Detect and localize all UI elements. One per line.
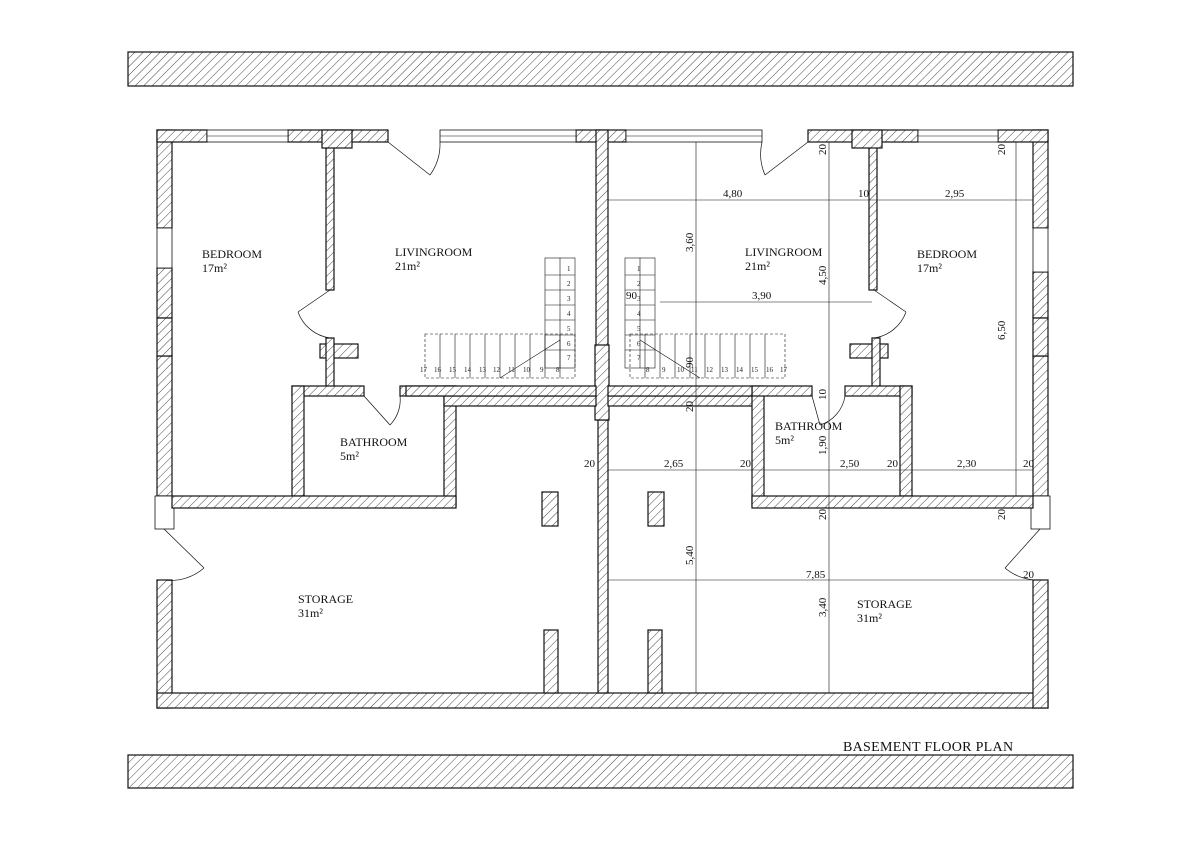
room-area: 31m² bbox=[857, 611, 882, 625]
bottom-border-band bbox=[127, 754, 1074, 789]
dimension-lines bbox=[608, 142, 1033, 693]
stair-number: 15 bbox=[751, 366, 759, 374]
room-area: 17m² bbox=[917, 261, 942, 275]
stair-number: 7 bbox=[637, 354, 641, 362]
stair-number: 6 bbox=[637, 340, 641, 348]
room-area: 21m² bbox=[745, 259, 770, 273]
drawing-title: BASEMENT FLOOR PLAN bbox=[843, 740, 1013, 755]
stair-number: 1 bbox=[567, 265, 571, 273]
dimension-label: 20 bbox=[584, 458, 596, 470]
room-name: STORAGE bbox=[298, 592, 353, 606]
room-area: 5m² bbox=[775, 433, 794, 447]
stair-numbers: 1 2 3 4 5 6 7 1 2 3 4 5 6 7 17 16 15 14 … bbox=[420, 265, 788, 374]
stair-number: 3 bbox=[567, 295, 571, 303]
dimension-label: 5,40 bbox=[684, 545, 696, 565]
room-name: STORAGE bbox=[857, 597, 912, 611]
stair-number: 3 bbox=[637, 295, 641, 303]
room-name: BEDROOM bbox=[202, 247, 262, 261]
room-area: 31m² bbox=[298, 606, 323, 620]
stair-number: 14 bbox=[464, 366, 472, 374]
stair-number: 4 bbox=[637, 310, 641, 318]
dimension-label: 10 bbox=[817, 389, 829, 401]
dimension-label: 20 bbox=[996, 509, 1008, 521]
dimension-label: 2,30 bbox=[957, 458, 977, 470]
stair-number: 13 bbox=[479, 366, 487, 374]
dimension-label: 20 bbox=[817, 144, 829, 156]
outer-walls bbox=[154, 129, 1051, 709]
stair-number: 10 bbox=[523, 366, 531, 374]
stair-number: 16 bbox=[434, 366, 442, 374]
stair-number: 5 bbox=[567, 325, 571, 333]
room-area: 17m² bbox=[202, 261, 227, 275]
stair-number: 12 bbox=[493, 366, 501, 374]
dimension-label: 20 bbox=[1023, 458, 1035, 470]
interior-walls bbox=[171, 129, 1034, 694]
dimension-labels: 4,80 10 2,95 3,60 4,50 90 3,90 6,50 90 2… bbox=[584, 144, 1035, 618]
stair-number: 11 bbox=[508, 366, 515, 374]
stair-number: 6 bbox=[567, 340, 571, 348]
dimension-label: 20 bbox=[1023, 569, 1035, 581]
dimension-label: 1,90 bbox=[817, 435, 829, 455]
stair-number: 17 bbox=[420, 366, 428, 374]
stair-number: 7 bbox=[567, 354, 571, 362]
dimension-label: 20 bbox=[684, 401, 696, 413]
room-name: BATHROOM bbox=[340, 435, 408, 449]
dimension-label: 3,40 bbox=[817, 597, 829, 617]
stair-number: 5 bbox=[637, 325, 641, 333]
dimension-label: 2,50 bbox=[840, 458, 860, 470]
stair-number: 13 bbox=[721, 366, 729, 374]
stairs bbox=[405, 257, 786, 397]
dimension-label: 20 bbox=[740, 458, 752, 470]
dimension-label: 90 bbox=[684, 357, 696, 369]
dimension-label: 7,85 bbox=[806, 569, 826, 581]
stair-number: 12 bbox=[706, 366, 714, 374]
stair-number: 8 bbox=[646, 366, 650, 374]
stair-number: 9 bbox=[662, 366, 666, 374]
stair-number: 2 bbox=[637, 280, 641, 288]
room-name: LIVINGROOM bbox=[395, 245, 473, 259]
dimension-label: 2,65 bbox=[664, 458, 684, 470]
stair-number: 10 bbox=[677, 366, 685, 374]
dimension-label: 10 bbox=[858, 188, 870, 200]
stair-number: 1 bbox=[637, 265, 641, 273]
stair-number: 11 bbox=[691, 366, 698, 374]
top-border-band bbox=[127, 51, 1074, 87]
dimension-label: 90 bbox=[626, 290, 638, 302]
dimension-label: 20 bbox=[817, 509, 829, 521]
room-name: LIVINGROOM bbox=[745, 245, 823, 259]
dimension-label: 3,60 bbox=[684, 232, 696, 252]
dimension-label: 6,50 bbox=[996, 320, 1008, 340]
doors bbox=[163, 141, 1041, 581]
dimension-label: 2,95 bbox=[945, 188, 965, 200]
room-name: BATHROOM bbox=[775, 419, 843, 433]
stair-number: 4 bbox=[567, 310, 571, 318]
stair-number: 15 bbox=[449, 366, 457, 374]
stair-number: 2 bbox=[567, 280, 571, 288]
stair-number: 16 bbox=[766, 366, 774, 374]
dimension-label: 20 bbox=[887, 458, 899, 470]
stair-number: 9 bbox=[540, 366, 544, 374]
room-labels: BEDROOM 17m² LIVINGROOM 21m² BATHROOM 5m… bbox=[202, 245, 977, 625]
dimension-label: 3,90 bbox=[752, 290, 772, 302]
room-area: 21m² bbox=[395, 259, 420, 273]
room-area: 5m² bbox=[340, 449, 359, 463]
dimension-label: 4,80 bbox=[723, 188, 743, 200]
stair-number: 17 bbox=[780, 366, 788, 374]
stair-number: 8 bbox=[556, 366, 560, 374]
dimension-label: 20 bbox=[996, 144, 1008, 156]
stair-number: 14 bbox=[736, 366, 744, 374]
dimension-label: 4,50 bbox=[817, 265, 829, 285]
room-name: BEDROOM bbox=[917, 247, 977, 261]
